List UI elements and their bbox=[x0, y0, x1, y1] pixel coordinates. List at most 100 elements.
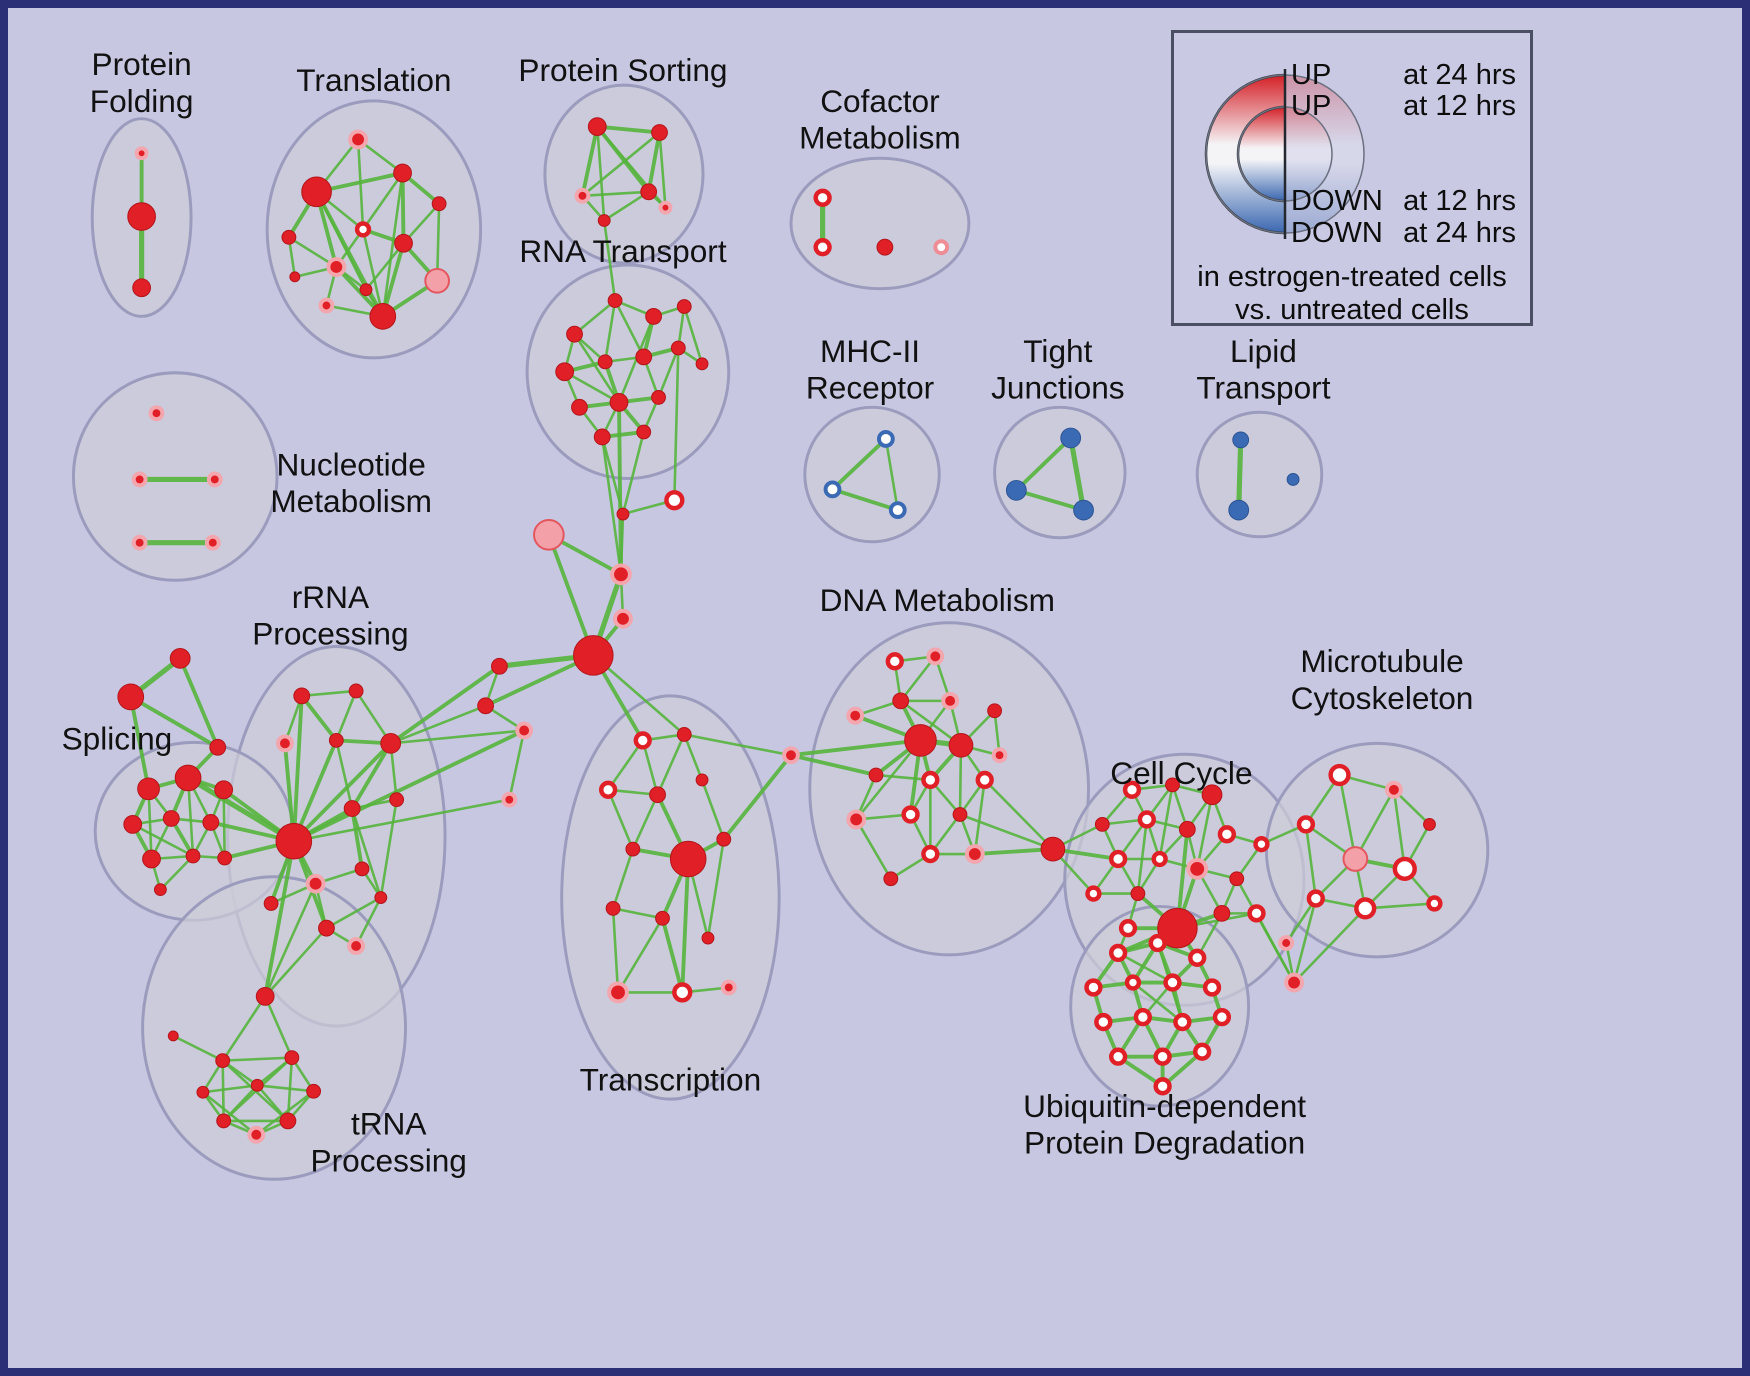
network-node-117 bbox=[846, 809, 867, 830]
network-node-167 bbox=[613, 608, 633, 629]
network-edge bbox=[172, 1034, 224, 1062]
network-node-128 bbox=[1178, 820, 1196, 838]
network-node-53 bbox=[204, 534, 221, 551]
network-node-52 bbox=[131, 534, 148, 551]
network-node-68 bbox=[348, 683, 364, 699]
cluster-label-dna-metabolism: DNA Metabolism bbox=[820, 582, 1055, 618]
network-node-134 bbox=[1229, 871, 1245, 887]
cluster-ellipse-dna-metabolism bbox=[808, 621, 1090, 957]
network-edge bbox=[355, 690, 392, 745]
network-node-99 bbox=[605, 900, 621, 916]
network-edge bbox=[435, 203, 441, 281]
network-node-35 bbox=[609, 392, 629, 412]
cluster-label-transcription: Transcription bbox=[580, 1061, 762, 1097]
cluster-ellipse-translation bbox=[265, 99, 483, 360]
network-node-149 bbox=[1426, 895, 1443, 912]
network-node-86 bbox=[250, 1078, 264, 1092]
network-node-82 bbox=[167, 1030, 179, 1042]
cluster-label-trna-processing: Processing bbox=[311, 1142, 467, 1178]
network-node-71 bbox=[380, 732, 402, 754]
network-node-80 bbox=[374, 891, 388, 904]
legend-up12-label: UP bbox=[1291, 90, 1332, 122]
cluster-label-protein-folding: Protein bbox=[92, 46, 192, 82]
network-node-5 bbox=[393, 163, 412, 183]
network-node-126 bbox=[1094, 816, 1110, 832]
network-edge bbox=[132, 823, 194, 858]
network-node-152 bbox=[1148, 933, 1167, 953]
network-node-9 bbox=[326, 257, 347, 277]
network-node-37 bbox=[593, 428, 611, 446]
network-edge bbox=[606, 789, 635, 850]
cluster-ellipse-rna-transport bbox=[525, 263, 731, 480]
network-node-151 bbox=[1108, 943, 1128, 963]
network-edge bbox=[603, 190, 650, 222]
network-node-155 bbox=[1124, 974, 1142, 991]
network-node-15 bbox=[359, 283, 373, 297]
network-edge bbox=[292, 741, 393, 843]
network-node-77 bbox=[318, 919, 335, 937]
network-edge bbox=[597, 124, 660, 135]
network-edge bbox=[381, 172, 404, 317]
network-node-92 bbox=[676, 727, 692, 742]
network-edge bbox=[621, 431, 645, 515]
network-node-76 bbox=[354, 861, 370, 877]
network-edge bbox=[607, 739, 644, 791]
network-node-90 bbox=[247, 1125, 266, 1144]
network-edge bbox=[973, 779, 986, 855]
network-node-3 bbox=[348, 129, 368, 150]
network-edge bbox=[1354, 789, 1396, 860]
network-edge bbox=[335, 740, 354, 809]
network-node-169 bbox=[616, 507, 630, 521]
network-node-130 bbox=[1253, 836, 1270, 853]
network-node-54 bbox=[169, 647, 191, 669]
network-edge bbox=[683, 733, 704, 781]
network-node-138 bbox=[1213, 904, 1231, 922]
network-node-120 bbox=[921, 844, 940, 864]
network-node-112 bbox=[948, 732, 974, 758]
network-edge bbox=[361, 229, 385, 317]
cluster-ellipse-cofactor-metabolism bbox=[789, 156, 971, 291]
network-node-67 bbox=[293, 687, 311, 705]
network-node-8 bbox=[354, 221, 372, 238]
network-edge bbox=[508, 730, 526, 800]
network-edge bbox=[983, 779, 1054, 851]
network-node-48 bbox=[1286, 473, 1300, 486]
network-node-2 bbox=[132, 278, 152, 298]
network-edge bbox=[159, 855, 194, 891]
network-node-32 bbox=[635, 348, 653, 366]
network-node-46 bbox=[1232, 431, 1250, 449]
network-node-57 bbox=[137, 777, 160, 801]
network-node-164 bbox=[1193, 1042, 1212, 1061]
network-edge bbox=[325, 896, 382, 930]
network-edge bbox=[646, 132, 662, 193]
network-node-89 bbox=[279, 1112, 297, 1130]
legend-box: UP at 24 hrs UP at 12 hrs DOWN at 12 hrs… bbox=[1171, 30, 1533, 326]
network-node-25 bbox=[933, 239, 950, 256]
network-edge bbox=[1117, 951, 1174, 984]
network-node-107 bbox=[846, 706, 865, 725]
network-edge bbox=[1015, 488, 1085, 512]
network-edge bbox=[129, 695, 219, 749]
network-node-100 bbox=[655, 910, 670, 926]
network-edge bbox=[222, 1056, 292, 1062]
network-edge bbox=[831, 487, 899, 512]
network-node-24 bbox=[876, 238, 894, 256]
network-node-59 bbox=[214, 780, 234, 800]
network-node-143 bbox=[1296, 815, 1316, 834]
network-edge bbox=[1068, 437, 1087, 511]
network-node-131 bbox=[1108, 849, 1128, 869]
network-node-42 bbox=[888, 501, 907, 519]
legend-node-glyph bbox=[1204, 69, 1365, 239]
network-node-31 bbox=[597, 354, 613, 370]
cluster-label-protein-sorting: Protein Sorting bbox=[518, 52, 727, 88]
network-edge bbox=[1236, 439, 1244, 511]
network-edge bbox=[600, 436, 625, 515]
network-node-101 bbox=[607, 981, 629, 1004]
network-node-137 bbox=[1157, 907, 1198, 949]
cluster-label-tight-junctions: Junctions bbox=[991, 369, 1125, 405]
network-edge bbox=[899, 655, 937, 702]
network-node-140 bbox=[1247, 904, 1266, 923]
network-node-64 bbox=[185, 848, 201, 864]
network-node-103 bbox=[720, 979, 737, 996]
network-edge bbox=[1014, 436, 1073, 492]
